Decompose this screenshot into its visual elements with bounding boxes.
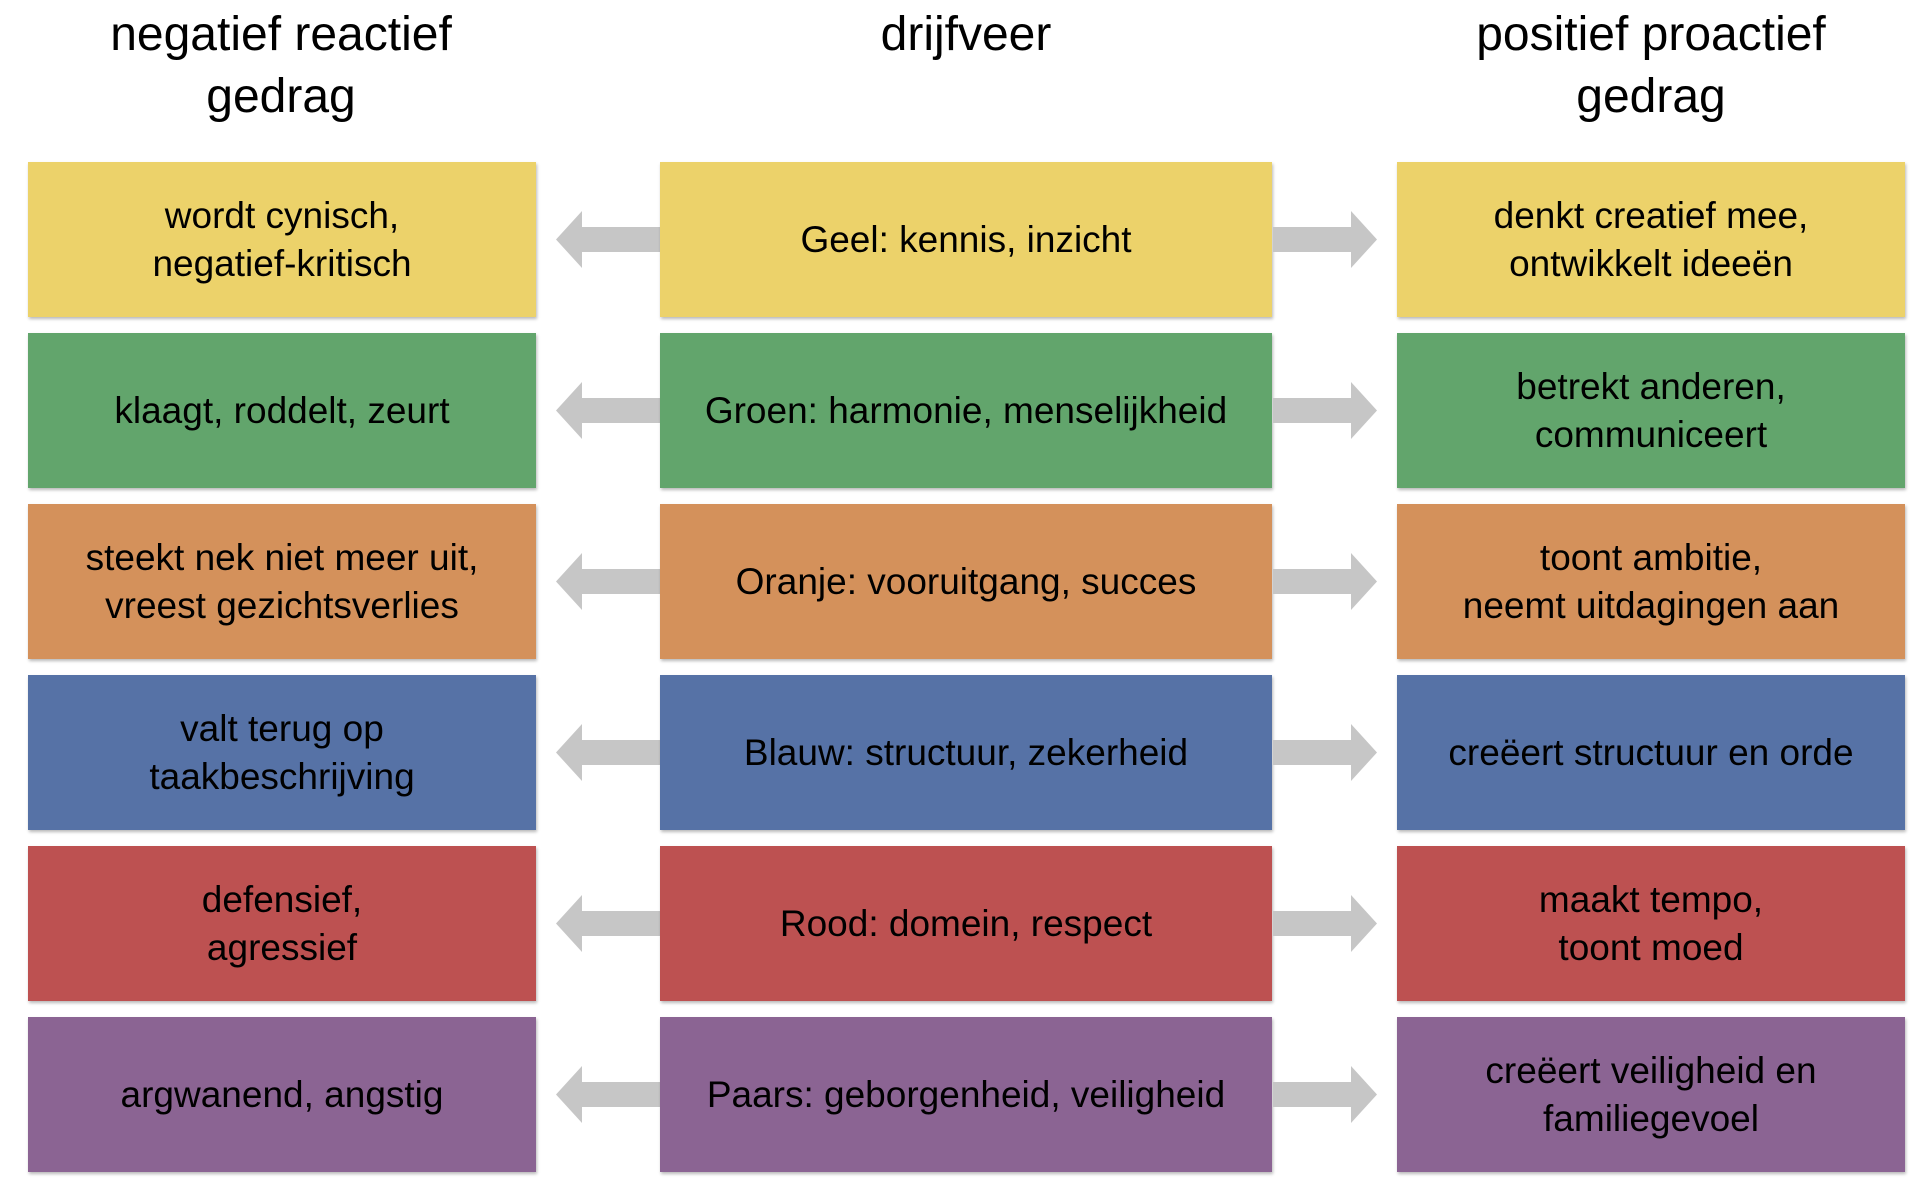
arrow-left-icon — [556, 382, 660, 439]
arrow-left-icon — [556, 211, 660, 268]
row-yellow: wordt cynisch, negatief-kritisch Geel: k… — [0, 162, 1932, 317]
box-negative-behavior-text: defensief, agressief — [201, 878, 363, 968]
box-negative-behavior-text: wordt cynisch, negatief-kritisch — [152, 194, 412, 284]
box-negative-behavior-text: steekt nek niet meer uit, vreest gezicht… — [85, 536, 479, 626]
box-drive-text: Groen: harmonie, menselijkheid — [704, 389, 1228, 431]
arrow-right-icon — [1273, 724, 1377, 781]
box-negative-behavior-text: argwanend, angstig — [120, 1073, 444, 1115]
box-negative-behavior-text: klaagt, roddelt, zeurt — [114, 389, 450, 431]
box-drive-text: Paars: geborgenheid, veiligheid — [706, 1073, 1226, 1115]
box-positive-behavior: toont ambitie, neemt uitdagingen aan — [1397, 504, 1905, 659]
box-positive-behavior-text: betrekt anderen, communiceert — [1516, 365, 1786, 455]
box-negative-behavior: defensief, agressief — [28, 846, 536, 1001]
box-drive: Oranje: vooruitgang, succes — [660, 504, 1272, 659]
box-positive-behavior-text: creëert structuur en orde — [1448, 731, 1854, 773]
arrow-right-icon — [1273, 895, 1377, 952]
box-negative-behavior-text: valt terug op taakbeschrijving — [149, 707, 415, 797]
box-drive: Geel: kennis, inzicht — [660, 162, 1272, 317]
box-drive: Blauw: structuur, zekerheid — [660, 675, 1272, 830]
header-drive: drijfveer — [880, 8, 1052, 61]
box-positive-behavior-text: maakt tempo, toont moed — [1538, 878, 1764, 968]
box-drive-text: Blauw: structuur, zekerheid — [743, 731, 1189, 773]
arrow-left-icon — [556, 1066, 660, 1123]
box-negative-behavior: valt terug op taakbeschrijving — [28, 675, 536, 830]
arrow-right-icon — [1273, 1066, 1377, 1123]
box-negative-behavior: klaagt, roddelt, zeurt — [28, 333, 536, 488]
row-blue: valt terug op taakbeschrijving Blauw: st… — [0, 675, 1932, 830]
box-positive-behavior: betrekt anderen, communiceert — [1397, 333, 1905, 488]
arrow-right-icon — [1273, 553, 1377, 610]
header-positive-proactive: positief proactief gedrag — [1476, 8, 1826, 123]
arrow-right-icon — [1273, 382, 1377, 439]
arrow-left-icon — [556, 553, 660, 610]
box-positive-behavior-text: toont ambitie, neemt uitdagingen aan — [1462, 536, 1840, 626]
box-drive: Rood: domein, respect — [660, 846, 1272, 1001]
row-orange: steekt nek niet meer uit, vreest gezicht… — [0, 504, 1932, 659]
box-drive-text: Rood: domein, respect — [779, 902, 1153, 944]
box-positive-behavior-text: creëert veiligheid en familiegevoel — [1485, 1049, 1817, 1139]
arrow-right-icon — [1273, 211, 1377, 268]
arrow-left-icon — [556, 895, 660, 952]
box-positive-behavior: creëert structuur en orde — [1397, 675, 1905, 830]
box-drive-text: Geel: kennis, inzicht — [800, 218, 1132, 260]
arrow-left-icon — [556, 724, 660, 781]
box-negative-behavior: argwanend, angstig — [28, 1017, 536, 1172]
row-green: klaagt, roddelt, zeurt Groen: harmonie, … — [0, 333, 1932, 488]
box-drive-text: Oranje: vooruitgang, succes — [735, 560, 1197, 602]
box-drive: Paars: geborgenheid, veiligheid — [660, 1017, 1272, 1172]
row-red: defensief, agressief Rood: domein, respe… — [0, 846, 1932, 1001]
row-purple: argwanend, angstig Paars: geborgenheid, … — [0, 1017, 1932, 1172]
box-positive-behavior: denkt creatief mee, ontwikkelt ideeën — [1397, 162, 1905, 317]
header-negative-reactive: negatief reactief gedrag — [110, 8, 452, 123]
box-negative-behavior: steekt nek niet meer uit, vreest gezicht… — [28, 504, 536, 659]
box-drive: Groen: harmonie, menselijkheid — [660, 333, 1272, 488]
box-positive-behavior: maakt tempo, toont moed — [1397, 846, 1905, 1001]
box-positive-behavior: creëert veiligheid en familiegevoel — [1397, 1017, 1905, 1172]
box-negative-behavior: wordt cynisch, negatief-kritisch — [28, 162, 536, 317]
box-positive-behavior-text: denkt creatief mee, ontwikkelt ideeën — [1493, 194, 1809, 284]
